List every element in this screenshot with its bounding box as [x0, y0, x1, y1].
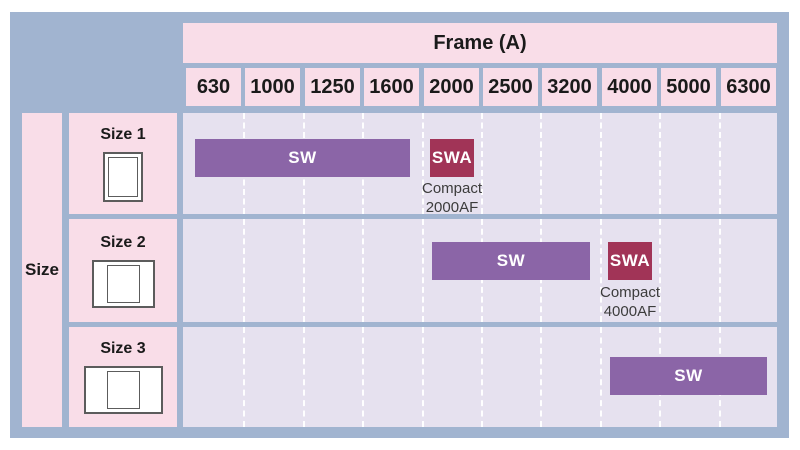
gridline	[719, 113, 721, 214]
selection-table: Frame (A) 630 1000 1250 1600 2000 2500 3…	[10, 12, 789, 438]
gridline	[659, 219, 661, 322]
gridline	[600, 219, 602, 322]
column-header-630: 630	[186, 68, 241, 106]
sw-bar-size2: SW	[432, 242, 590, 280]
column-header-2000: 2000	[424, 68, 479, 106]
gridline	[422, 327, 424, 427]
column-header-5000: 5000	[661, 68, 716, 106]
column-header-1250: 1250	[305, 68, 360, 106]
plot-row-size2	[183, 219, 777, 322]
sw-bar-size1: SW	[195, 139, 410, 177]
compact-4000af-note: Compact 4000AF	[565, 283, 695, 321]
size1-frame-icon	[103, 151, 143, 202]
size2-label: Size 2	[100, 233, 146, 251]
column-header-1000: 1000	[245, 68, 300, 106]
size2-frame-icon-inner	[106, 264, 140, 303]
size-axis-label: Size	[22, 113, 62, 427]
gridline	[362, 219, 364, 322]
compact-2000af-note-line1: Compact	[421, 180, 483, 197]
gridline	[719, 219, 721, 322]
gridline	[422, 219, 424, 322]
swa-bar-size1: SWA	[430, 139, 474, 177]
size3-frame-icon-inner	[106, 371, 140, 409]
gridline	[600, 327, 602, 427]
gridline	[243, 327, 245, 427]
compact-4000af-note-line2: 4000AF	[603, 303, 657, 320]
column-header-1600: 1600	[364, 68, 419, 106]
gridline	[243, 219, 245, 322]
gridline	[600, 113, 602, 214]
gridline	[481, 327, 483, 427]
gridline	[659, 113, 661, 214]
row-label-size2: Size 2	[69, 219, 177, 322]
gridline	[303, 327, 305, 427]
gridline	[540, 113, 542, 214]
sw-bar-size3: SW	[610, 357, 767, 395]
compact-2000af-note: Compact 2000AF	[387, 179, 517, 217]
gridline	[303, 219, 305, 322]
size1-label: Size 1	[100, 125, 146, 143]
gridline	[481, 113, 483, 214]
column-header-4000: 4000	[602, 68, 657, 106]
compact-2000af-note-line2: 2000AF	[425, 199, 479, 216]
column-header-2500: 2500	[483, 68, 538, 106]
compact-4000af-note-line1: Compact	[599, 284, 661, 301]
swa-bar-size2: SWA	[608, 242, 652, 280]
gridline	[540, 327, 542, 427]
size3-frame-icon	[83, 366, 163, 414]
column-header-3200: 3200	[542, 68, 597, 106]
frame-axis-title: Frame (A)	[183, 23, 777, 63]
gridline	[362, 327, 364, 427]
row-label-size1: Size 1	[69, 113, 177, 214]
column-header-6300: 6300	[721, 68, 776, 106]
size2-frame-icon	[91, 259, 155, 308]
row-label-size3: Size 3	[69, 327, 177, 427]
gridline	[422, 113, 424, 214]
size1-frame-icon-inner	[108, 156, 138, 197]
size3-label: Size 3	[100, 340, 146, 357]
